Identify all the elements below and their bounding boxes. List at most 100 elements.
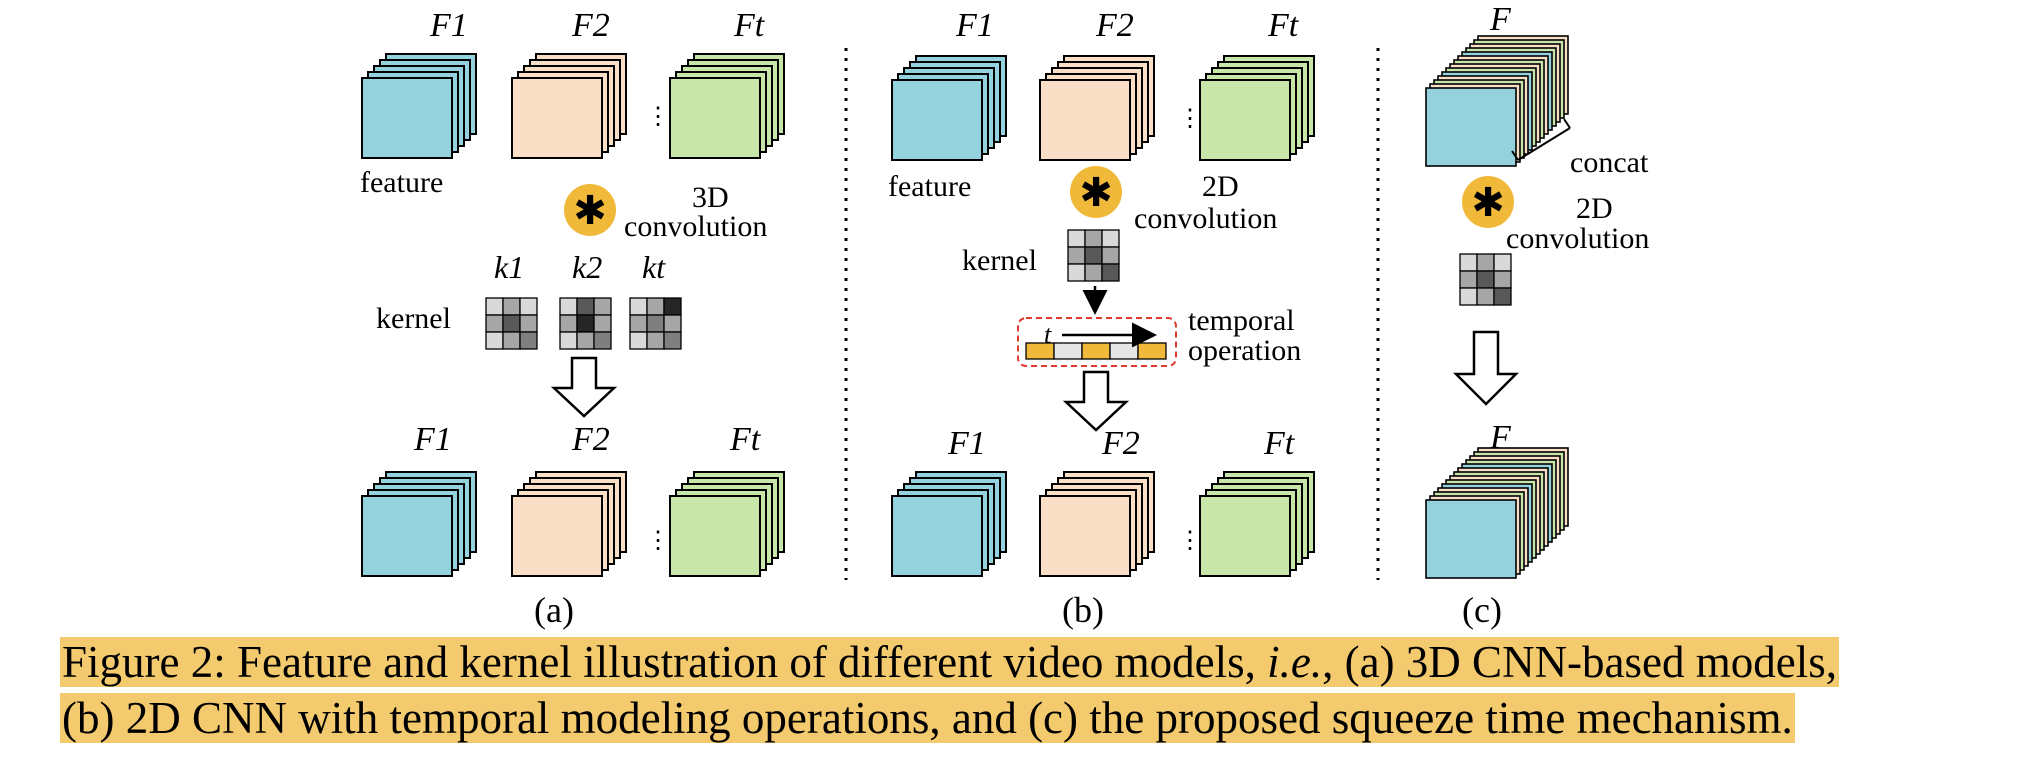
panel-b-operator: ✱ [1070, 166, 1122, 218]
panel-c-conv-line1: 2D [1576, 192, 1613, 225]
panel-a-kernel-t [629, 297, 682, 350]
panel-b-kernel-cell [1084, 263, 1103, 282]
panel-b-bottom-label-2: F2 [1101, 425, 1140, 462]
panel-c-kernel [1459, 253, 1512, 306]
panel-a-kernel-2-cell [576, 297, 595, 316]
caption-text-1-em: i.e. [1267, 637, 1323, 687]
panel-a-kernel-1-cell [485, 331, 504, 350]
panel-c-top-stack-sheet [1425, 87, 1517, 167]
panel-a-bottom-label-2: F2 [571, 421, 610, 458]
panel-a-kernel-2-cell [559, 297, 578, 316]
panel-a-bottom-stack-2 [511, 471, 627, 577]
panel-a-operator: ✱ [564, 184, 616, 236]
panel-c-kernel-cell [1459, 270, 1478, 289]
down-arrow-c [1452, 330, 1520, 406]
panel-b-operator-circle [1070, 166, 1122, 218]
panel-a-top-label-1: F1 [429, 7, 468, 44]
panel-c-bottom-stack [1425, 447, 1569, 579]
temporal-cell [1053, 342, 1083, 360]
panel-a-kernel-2-cell [593, 331, 612, 350]
down-arrow-b [1062, 370, 1130, 432]
temporal-cell [1081, 342, 1111, 360]
panel-a-conv-line2: convolution [624, 210, 767, 243]
panel-b-top-stack-2 [1039, 55, 1155, 161]
panel-a-bottom-stack-2-sheet [511, 495, 603, 577]
panel-a-ellipsis-top: ⋮ [646, 104, 670, 130]
panel-b-kernel [1067, 229, 1120, 282]
panel-b-bottom-stack-1 [891, 471, 1007, 577]
panel-a-kernel-1-cell [502, 331, 521, 350]
panel-a-kernel-2 [559, 297, 612, 350]
panel-a-kernel-1-cell [502, 314, 521, 333]
panel-a-kernel-k2: k2 [572, 249, 602, 285]
panel-b-bottom-label-1: F1 [947, 425, 986, 462]
panel-a-kernel-1-cell [519, 314, 538, 333]
panel-a-kernel-t-cell [629, 331, 648, 350]
panel-c-top-stack [1425, 35, 1569, 167]
panel-b-kernel-cell [1084, 246, 1103, 265]
panel-a-kernel-t-cell [663, 331, 682, 350]
panel-b-top-stack-2-sheet [1039, 79, 1131, 161]
panel-b-bottom-stack-1-sheet [891, 495, 983, 577]
panel-a-bottom-stack-t [669, 471, 785, 577]
panel-c-operator-symbol: ✱ [1471, 180, 1505, 226]
panel-a-kernel-2-cell [576, 314, 595, 333]
panel-a-top-stack-t [669, 53, 785, 159]
panel-a-kernel-k1: k1 [494, 249, 524, 285]
panel-a-top-stack-t-sheet [669, 77, 761, 159]
panel-b-operator-symbol: ✱ [1079, 170, 1113, 216]
panel-b-top-stack-1-sheet [891, 79, 983, 161]
concat-bracket [1511, 118, 1571, 161]
panel-b-top-stack-1 [891, 55, 1007, 161]
panel-a-kernel-t-cell [663, 297, 682, 316]
panel-c-stacks [1425, 35, 1569, 579]
panel-a-feature-label: feature [360, 166, 443, 199]
panel-c-concat-label: concat [1570, 146, 1649, 179]
panel-c-label: (c) [1462, 590, 1502, 630]
panel-b-bottom-stack-2 [1039, 471, 1155, 577]
panel-b-feature-label: feature [888, 170, 971, 203]
panel-c-kernel-cell [1459, 287, 1478, 306]
panel-a-top-stack-1 [361, 53, 477, 159]
panel-b-kernel-cell [1084, 229, 1103, 248]
kernel-grids [485, 229, 1512, 350]
panel-a-top-label-2: F2 [571, 7, 610, 44]
convolution-operators: ✱ ✱ ✱ [564, 166, 1514, 236]
panel-b-temporal-line1: temporal [1188, 304, 1295, 337]
panel-b-ellipsis-bottom: ⋮ [1178, 528, 1202, 554]
temporal-cell [1137, 342, 1167, 360]
panel-a-top-stack-2-sheet [511, 77, 603, 159]
temporal-cell [1109, 342, 1139, 360]
panel-b-ellipsis-top: ⋮ [1178, 106, 1202, 132]
panel-a-kernel-2-cell [576, 331, 595, 350]
panel-c-bottom-stack-sheet [1425, 499, 1517, 579]
panel-b-kernel-cell [1067, 229, 1086, 248]
caption-text-1a: Figure 2: Feature and kernel illustratio… [62, 637, 1268, 687]
panel-a-kernel-t-cell [646, 314, 665, 333]
panel-c-kernel-cell [1476, 287, 1495, 306]
panel-b-bottom-stack-t-sheet [1199, 495, 1291, 577]
panel-a-ellipsis-bottom: ⋮ [646, 528, 670, 554]
panel-a-kernel-t-cell [629, 297, 648, 316]
panel-a-top-stack-1-sheet [361, 77, 453, 159]
panel-c-bottom-label: F [1489, 419, 1512, 456]
panel-a-kernel-2-cell [593, 314, 612, 333]
panel-a-kernel-1-cell [485, 314, 504, 333]
panel-a-bottom-stack-t-sheet [669, 495, 761, 577]
panel-a-kernel-2-cell [559, 314, 578, 333]
panel-b-kernel-cell [1101, 263, 1120, 282]
panel-b-conv-line1: 2D [1202, 170, 1239, 203]
panel-b-top-label-t: Ft [1267, 7, 1300, 44]
panel-b-kernel-cell [1067, 263, 1086, 282]
figure-caption: Figure 2: Feature and kernel illustratio… [60, 634, 2020, 746]
panel-c-kernel-cell [1459, 253, 1478, 272]
down-arrow-a [550, 356, 618, 418]
figure-diagram: ✱✱✱ t F1 F2 Ft feature 3D convolution k1… [360, 1, 1649, 630]
caption-line-1: Figure 2: Feature and kernel illustratio… [60, 637, 1839, 687]
panel-c-kernel-cell [1493, 253, 1512, 272]
panel-a-kernel-kt: kt [642, 249, 666, 285]
panel-b-kernel-cell [1067, 246, 1086, 265]
panel-a-kernel-1 [485, 297, 538, 350]
time-label: t [1044, 320, 1052, 349]
panel-b-top-label-2: F2 [1095, 7, 1134, 44]
